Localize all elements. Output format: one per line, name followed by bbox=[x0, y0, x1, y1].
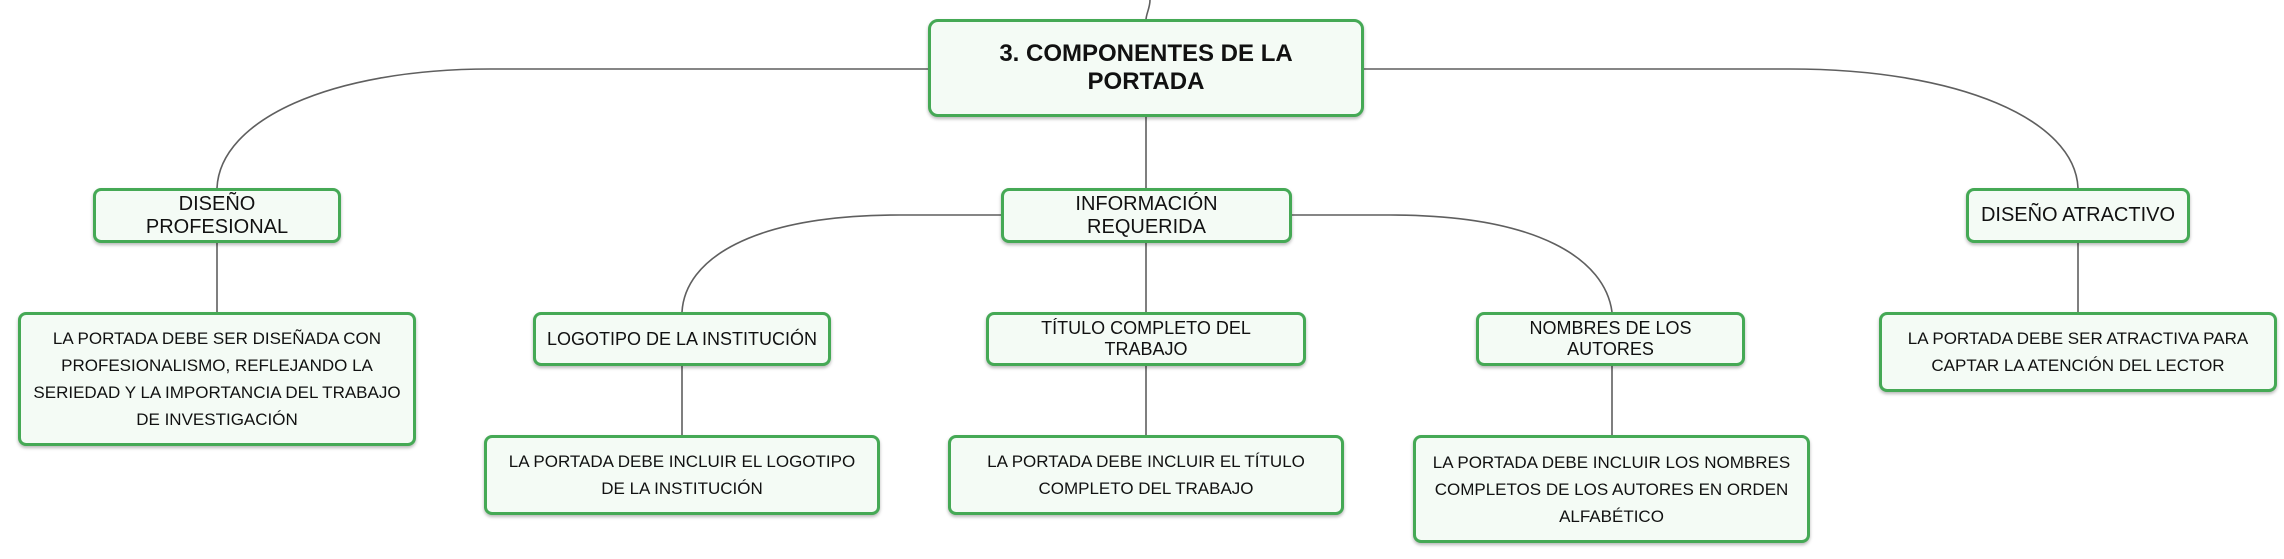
node-informacion-requerida[interactable]: INFORMACIÓN REQUERIDA bbox=[1001, 188, 1292, 243]
detail-text: LA PORTADA DEBE INCLUIR EL TÍTULO COMPLE… bbox=[987, 452, 1305, 498]
connector-root-diseno-atractivo bbox=[1363, 68, 2079, 189]
root-label: 3. COMPONENTES DE LA PORTADA bbox=[999, 40, 1293, 95]
node-titulo[interactable]: TÍTULO COMPLETO DEL TRABAJO bbox=[986, 312, 1306, 366]
detail-text: LA PORTADA DEBE SER ATRACTIVA PARA CAPTA… bbox=[1907, 329, 2249, 375]
connector-informacion-autores bbox=[1292, 214, 1613, 313]
detail-titulo[interactable]: LA PORTADA DEBE INCLUIR EL TÍTULO COMPLE… bbox=[948, 435, 1344, 515]
node-diseno-profesional[interactable]: DISEÑO PROFESIONAL bbox=[93, 188, 341, 243]
detail-text: LA PORTADA DEBE SER DISEÑADA CON PROFESI… bbox=[33, 329, 401, 429]
node-diseno-atractivo[interactable]: DISEÑO ATRACTIVO bbox=[1966, 188, 2190, 243]
detail-diseno-atractivo[interactable]: LA PORTADA DEBE SER ATRACTIVA PARA CAPTA… bbox=[1879, 312, 2277, 392]
node-label: INFORMACIÓN REQUERIDA bbox=[1075, 192, 1218, 238]
connector-informacion-logotipo bbox=[681, 214, 1001, 313]
detail-text: LA PORTADA DEBE INCLUIR EL LOGOTIPO DE L… bbox=[508, 452, 856, 498]
node-label: TÍTULO COMPLETO DEL TRABAJO bbox=[1041, 318, 1251, 359]
node-autores[interactable]: NOMBRES DE LOS AUTORES bbox=[1476, 312, 1745, 366]
node-label: LOGOTIPO DE LA INSTITUCIÓN bbox=[546, 328, 818, 349]
node-label: NOMBRES DE LOS AUTORES bbox=[1529, 318, 1692, 359]
connector-root-parent bbox=[1145, 0, 1151, 21]
node-logotipo[interactable]: LOGOTIPO DE LA INSTITUCIÓN bbox=[533, 312, 831, 366]
detail-diseno-profesional[interactable]: LA PORTADA DEBE SER DISEÑADA CON PROFESI… bbox=[18, 312, 416, 446]
node-label: DISEÑO ATRACTIVO bbox=[1980, 204, 2176, 226]
detail-autores[interactable]: LA PORTADA DEBE INCLUIR LOS NOMBRES COMP… bbox=[1413, 435, 1810, 543]
detail-text: LA PORTADA DEBE INCLUIR LOS NOMBRES COMP… bbox=[1432, 452, 1791, 526]
connector-root-diseno-profesional bbox=[216, 68, 928, 189]
detail-logotipo[interactable]: LA PORTADA DEBE INCLUIR EL LOGOTIPO DE L… bbox=[484, 435, 880, 515]
root-node[interactable]: 3. COMPONENTES DE LA PORTADA bbox=[928, 19, 1364, 117]
node-label: DISEÑO PROFESIONAL bbox=[145, 192, 289, 238]
